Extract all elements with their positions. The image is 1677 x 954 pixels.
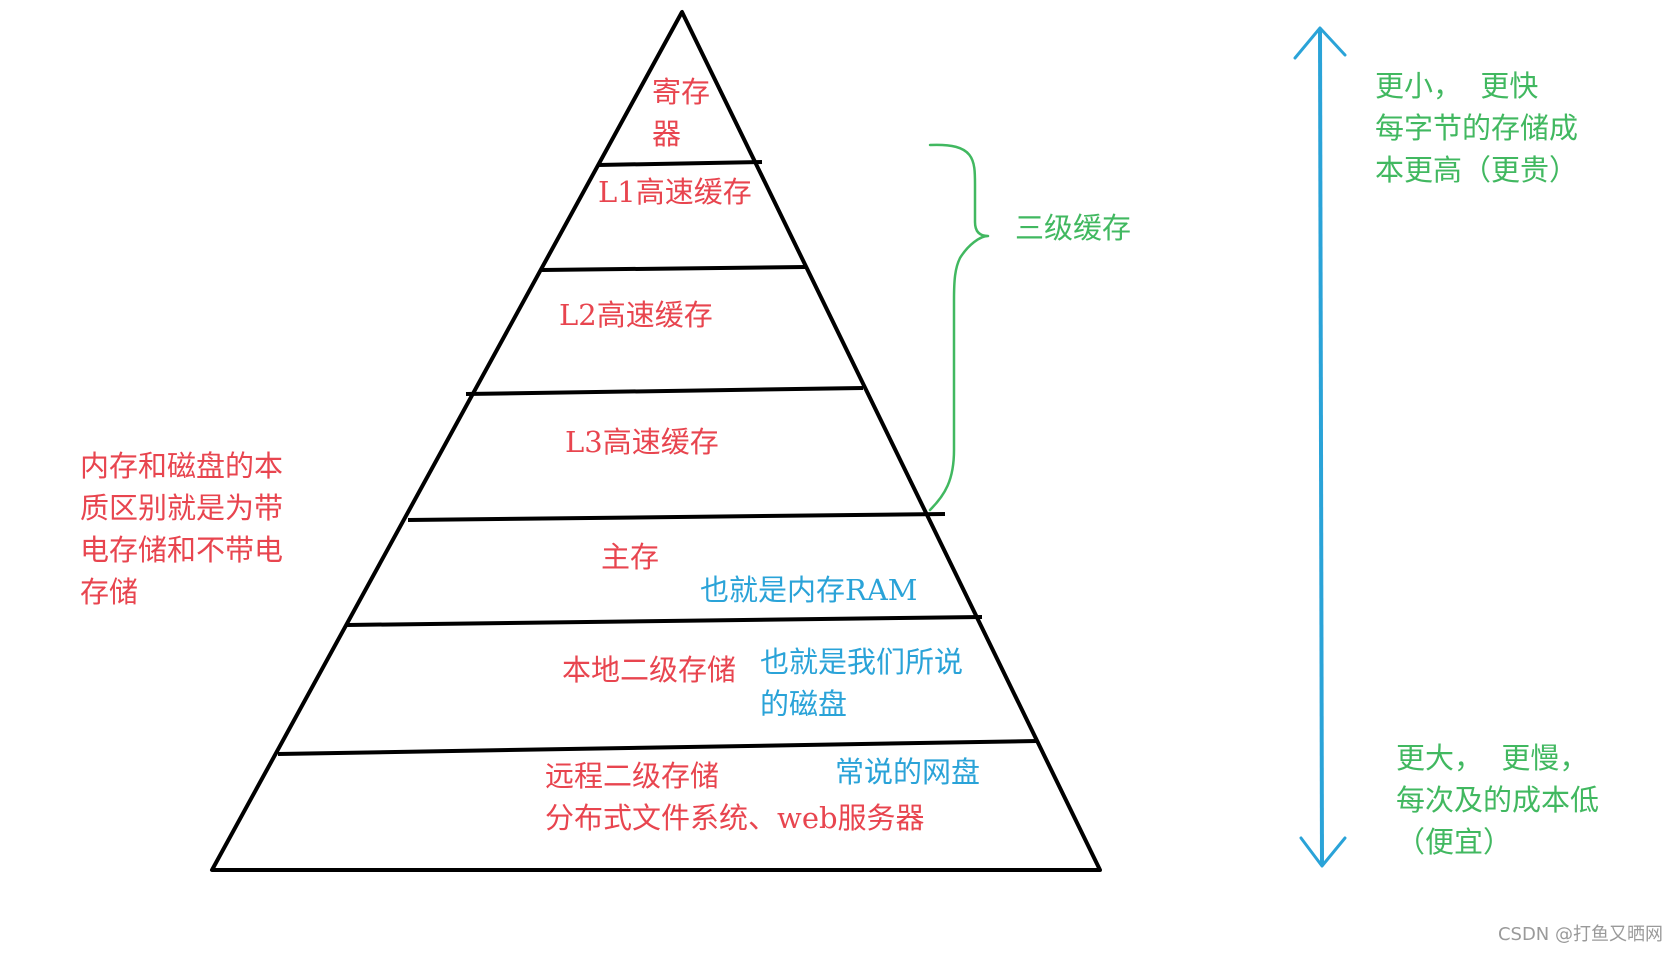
top-note-line-1: 更小， 更快 [1375, 69, 1539, 103]
tier-divider-4 [407, 512, 946, 522]
csdn-watermark: CSDN @打鱼又晒网 [1497, 924, 1663, 945]
l2-cache-label: L2高速缓存 [559, 298, 713, 332]
remote-secondary-storage-label: 远程二级存储 [545, 759, 720, 793]
l1-cache-label: L1高速缓存 [598, 175, 752, 209]
side-note-line-1: 内存和磁盘的本 [80, 449, 284, 483]
l3-cache-label: L3高速缓存 [565, 425, 719, 459]
tier-divider-5 [346, 615, 983, 627]
register-label-line2: 器 [652, 117, 682, 151]
bottom-note-line-1: 更大， 更慢， [1396, 741, 1589, 775]
local-storage-note: 也就是我们所说 [760, 645, 964, 679]
main-memory-note: 也就是内存RAM [700, 573, 918, 607]
top-note-line-2: 每字节的存储成 [1375, 111, 1579, 145]
tier-divider-1 [597, 160, 763, 167]
scale-arrow-head-up [1293, 26, 1347, 60]
side-note-line-4: 存储 [80, 575, 139, 609]
register-label: 寄存 [652, 75, 711, 109]
cache-brace [928, 143, 990, 512]
bottom-note-line-2: 每次及的成本低 [1396, 783, 1600, 817]
remote-storage-detail: 分布式文件系统、web服务器 [545, 801, 925, 835]
cache-brace-label: 三级缓存 [1015, 211, 1132, 245]
top-note-line-3: 本更高（更贵） [1375, 153, 1579, 187]
scale-arrow-shaft [1318, 29, 1324, 866]
local-secondary-storage-label: 本地二级存储 [562, 653, 737, 687]
tier-divider-3 [465, 386, 864, 396]
bottom-note-line-3: （便宜） [1396, 825, 1513, 859]
local-storage-note-line2: 的磁盘 [760, 687, 848, 721]
main-memory-label: 主存 [601, 540, 660, 574]
side-note-line-2: 质区别就是为带 [80, 491, 284, 525]
remote-storage-note: 常说的网盘 [835, 755, 981, 789]
tier-divider-6 [277, 739, 1038, 756]
tier-divider-2 [541, 265, 806, 272]
side-note-line-3: 电存储和不带电 [80, 533, 284, 567]
scale-arrow-head-down [1299, 836, 1347, 868]
